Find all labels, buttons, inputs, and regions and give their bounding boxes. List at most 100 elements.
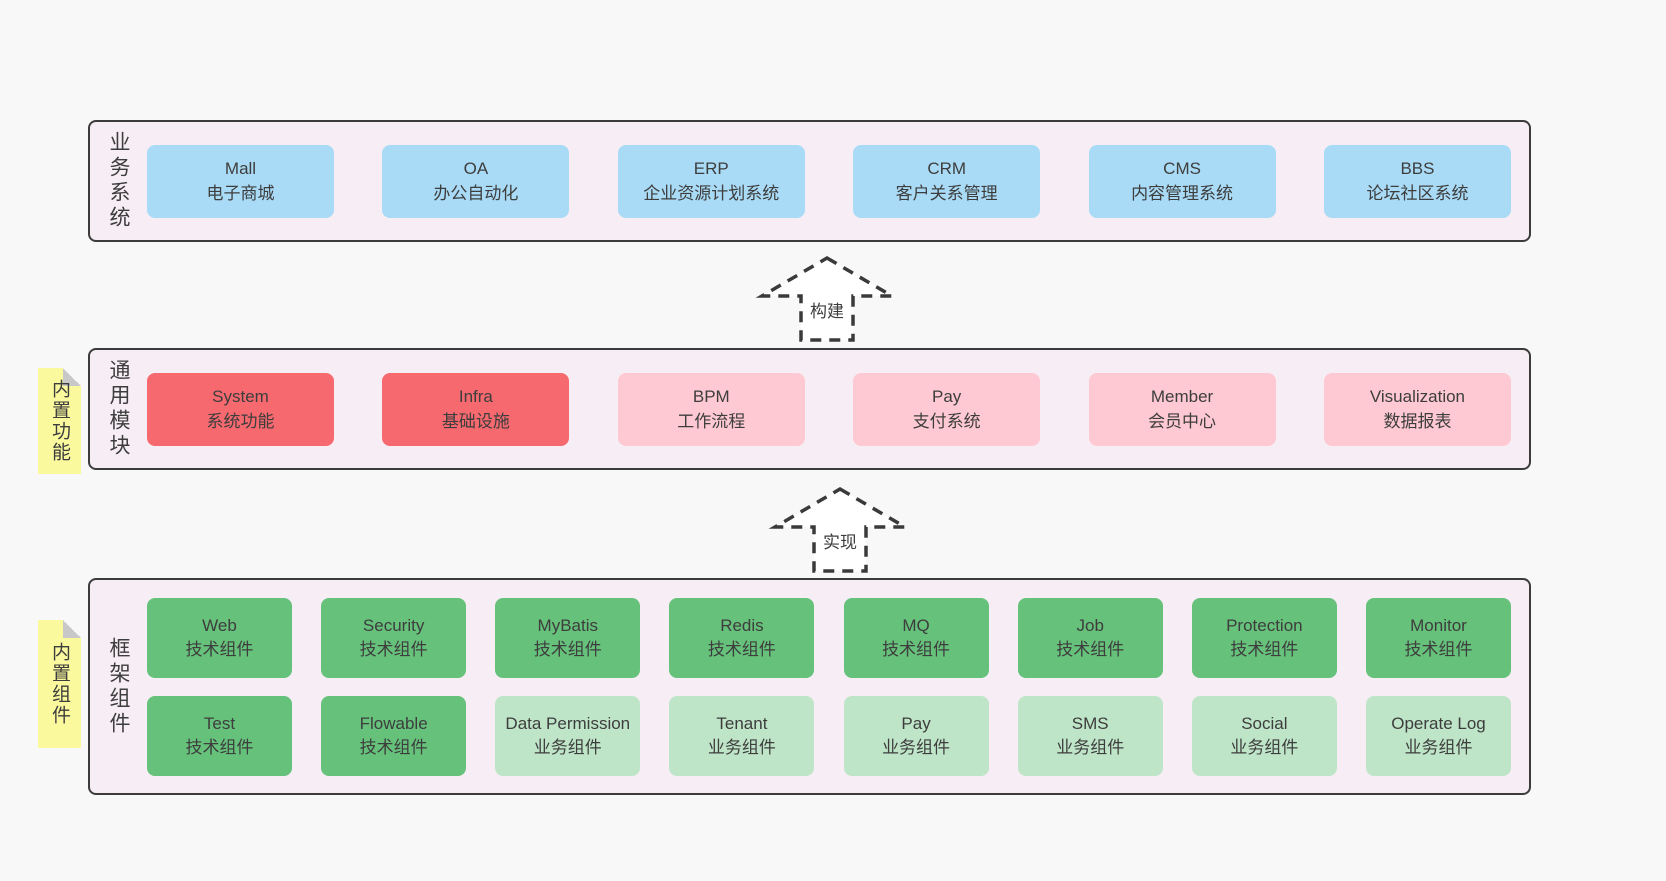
box-title: Social: [1241, 713, 1288, 733]
box-title: Member: [1150, 386, 1214, 406]
box-subtitle: 办公自动化: [433, 184, 519, 203]
box-subtitle: 工作流程: [677, 412, 746, 431]
layer-framework-components: 框架组件 Web 技术组件 Security 技术组件 MyBatis 技术组件…: [88, 578, 1531, 795]
box-data-permission: Data Permission 业务组件: [495, 695, 641, 776]
box-subtitle: 业务组件: [1404, 737, 1473, 757]
box-subtitle: 技术组件: [359, 737, 428, 757]
framework-components-row-1: Web 技术组件 Security 技术组件 MyBatis 技术组件 Redi…: [147, 597, 1511, 678]
box-title: SMS: [1071, 713, 1109, 733]
sticky-note-builtin-components: 内置组件: [38, 620, 81, 748]
box-subtitle: 会员中心: [1148, 412, 1217, 431]
box-title: Monitor: [1410, 615, 1467, 635]
box-subtitle: 技术组件: [185, 737, 254, 757]
common-modules-row: System 系统功能 Infra 基础设施 BPM 工作流程 Pay 支付系统…: [147, 372, 1511, 446]
layer-common-modules-label: 通用模块: [107, 359, 130, 459]
box-subtitle: 电子商城: [206, 184, 275, 203]
box-subtitle: 业务组件: [533, 737, 602, 757]
box-pay-component: Pay 业务组件: [843, 695, 989, 776]
box-system: System 系统功能: [147, 372, 334, 446]
box-title: Protection: [1226, 615, 1303, 635]
box-subtitle: 技术组件: [533, 639, 602, 659]
box-subtitle: 技术组件: [185, 639, 254, 659]
box-crm: CRM 客户关系管理: [853, 144, 1041, 218]
box-subtitle: 技术组件: [1404, 639, 1473, 659]
box-job: Job 技术组件: [1017, 597, 1163, 678]
sticky-note-builtin-features: 内置功能: [38, 368, 81, 474]
box-oa: OA 办公自动化: [382, 144, 570, 218]
box-security: Security 技术组件: [321, 597, 467, 678]
box-pay-system: Pay 支付系统: [853, 372, 1041, 446]
box-title: MyBatis: [537, 615, 599, 635]
folded-corner-icon: [63, 368, 81, 386]
build-arrow-label: 构建: [808, 297, 846, 322]
box-subtitle: 支付系统: [912, 412, 981, 431]
box-erp: ERP 企业资源计划系统: [617, 144, 805, 218]
box-subtitle: 技术组件: [1230, 639, 1299, 659]
box-web: Web 技术组件: [147, 597, 292, 678]
box-title: Test: [203, 713, 236, 733]
box-title: MQ: [902, 615, 930, 635]
box-redis: Redis 技术组件: [669, 597, 815, 678]
box-title: CMS: [1163, 158, 1201, 178]
folded-corner-icon: [63, 620, 81, 638]
box-monitor: Monitor 技术组件: [1365, 597, 1511, 678]
framework-components-grid: Web 技术组件 Security 技术组件 MyBatis 技术组件 Redi…: [147, 597, 1511, 776]
box-sms: SMS 业务组件: [1017, 695, 1163, 776]
box-subtitle: 论坛社区系统: [1366, 184, 1469, 203]
box-subtitle: 客户关系管理: [895, 184, 998, 203]
box-subtitle: 业务组件: [1230, 737, 1299, 757]
box-tenant: Tenant 业务组件: [669, 695, 815, 776]
box-title: Mall: [224, 158, 257, 178]
box-title: Infra: [458, 386, 493, 406]
box-title: ERP: [693, 158, 729, 178]
box-subtitle: 系统功能: [206, 412, 275, 431]
box-title: Data Permission: [505, 713, 631, 733]
box-operate-log: Operate Log 业务组件: [1365, 695, 1511, 776]
box-social: Social 业务组件: [1191, 695, 1337, 776]
box-subtitle: 业务组件: [882, 737, 951, 757]
framework-components-row-2: Test 技术组件 Flowable 技术组件 Data Permission …: [147, 695, 1511, 776]
box-subtitle: 数据报表: [1383, 412, 1452, 431]
box-title: Redis: [720, 615, 764, 635]
box-subtitle: 基础设施: [441, 412, 510, 431]
box-title: Pay: [932, 386, 962, 406]
box-title: Job: [1076, 615, 1104, 635]
box-title: System: [212, 386, 269, 406]
sticky-note-text: 内置组件: [49, 642, 70, 726]
implement-arrow-label: 实现: [821, 528, 859, 553]
box-title: CRM: [927, 158, 967, 178]
box-subtitle: 技术组件: [359, 639, 428, 659]
box-protection: Protection 技术组件: [1191, 597, 1337, 678]
box-member: Member 会员中心: [1088, 372, 1276, 446]
box-infra: Infra 基础设施: [382, 372, 570, 446]
layer-business-systems: 业务系统 Mall 电子商城 OA 办公自动化 ERP 企业资源计划系统 CRM…: [88, 120, 1531, 242]
business-systems-row: Mall 电子商城 OA 办公自动化 ERP 企业资源计划系统 CRM 客户关系…: [147, 144, 1511, 218]
box-subtitle: 技术组件: [882, 639, 951, 659]
box-test: Test 技术组件: [147, 695, 292, 776]
build-arrow: 构建: [755, 255, 899, 343]
box-mall: Mall 电子商城: [147, 144, 334, 218]
box-subtitle: 技术组件: [707, 639, 776, 659]
box-mq: MQ 技术组件: [843, 597, 989, 678]
box-subtitle: 业务组件: [707, 737, 776, 757]
implement-arrow: 实现: [768, 486, 912, 574]
box-title: Operate Log: [1391, 713, 1486, 733]
layer-framework-components-label: 框架组件: [107, 636, 130, 737]
box-title: Web: [202, 615, 237, 635]
box-title: Tenant: [716, 713, 768, 733]
box-title: Visualization: [1369, 386, 1466, 406]
box-subtitle: 内容管理系统: [1131, 184, 1234, 203]
box-title: BBS: [1400, 158, 1435, 178]
box-subtitle: 技术组件: [1056, 639, 1125, 659]
box-title: Security: [362, 615, 425, 635]
box-flowable: Flowable 技术组件: [321, 695, 467, 776]
box-title: Flowable: [359, 713, 428, 733]
box-mybatis: MyBatis 技术组件: [495, 597, 641, 678]
box-title: BPM: [692, 386, 730, 406]
box-title: OA: [463, 158, 489, 178]
layer-common-modules: 通用模块 System 系统功能 Infra 基础设施 BPM 工作流程 Pay…: [88, 348, 1531, 470]
box-subtitle: 企业资源计划系统: [643, 184, 780, 203]
box-cms: CMS 内容管理系统: [1088, 144, 1276, 218]
box-visualization: Visualization 数据报表: [1323, 372, 1511, 446]
